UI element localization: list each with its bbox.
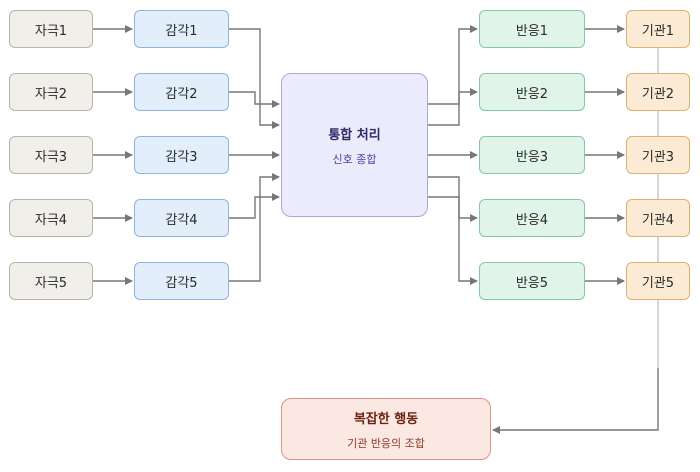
organ-node-2: 기관2 [626, 73, 690, 111]
response-node-2: 반응2 [479, 73, 585, 111]
behavior-subtitle: 기관 반응의 조합 [347, 436, 425, 450]
organ-node-1: 기관1 [626, 10, 690, 48]
behavior-title: 복잡한 행동 [353, 411, 419, 427]
organ-node-3: 기관3 [626, 136, 690, 174]
arrow-integration-response2 [428, 88, 478, 126]
response-node-3: 반응3 [479, 136, 585, 174]
sense-node-2: 감각2 [134, 73, 229, 111]
arrow-organs-behavior [492, 368, 659, 434]
stimulus-node-4: 자극4 [9, 199, 93, 237]
stimulus-node-5: 자극5 [9, 262, 93, 300]
stimulus-node-3: 자극3 [9, 136, 93, 174]
arrow-sense5-integration [229, 173, 280, 282]
sense-node-4: 감각4 [134, 199, 229, 237]
sense-node-1: 감각1 [134, 10, 229, 48]
integration-node: 통합 처리 신호 종합 [281, 73, 428, 217]
response-node-4: 반응4 [479, 199, 585, 237]
organ-node-5: 기관5 [626, 262, 690, 300]
arrow-sense4-integration [229, 193, 280, 219]
behavior-node: 복잡한 행동 기관 반응의 조합 [281, 398, 491, 460]
arrow-integration-response5 [428, 196, 478, 285]
integration-title: 통합 처리 [328, 127, 381, 143]
response-node-5: 반응5 [479, 262, 585, 300]
arrow-integration-response1 [428, 25, 478, 105]
stimulus-node-2: 자극2 [9, 73, 93, 111]
sense-node-5: 감각5 [134, 262, 229, 300]
stimulus-node-1: 자극1 [9, 10, 93, 48]
integration-subtitle: 신호 종합 [332, 152, 377, 166]
organ-node-4: 기관4 [626, 199, 690, 237]
arrow-sense1-integration [229, 28, 280, 129]
sense-node-3: 감각3 [134, 136, 229, 174]
response-node-1: 반응1 [479, 10, 585, 48]
arrow-sense2-integration [229, 91, 280, 108]
